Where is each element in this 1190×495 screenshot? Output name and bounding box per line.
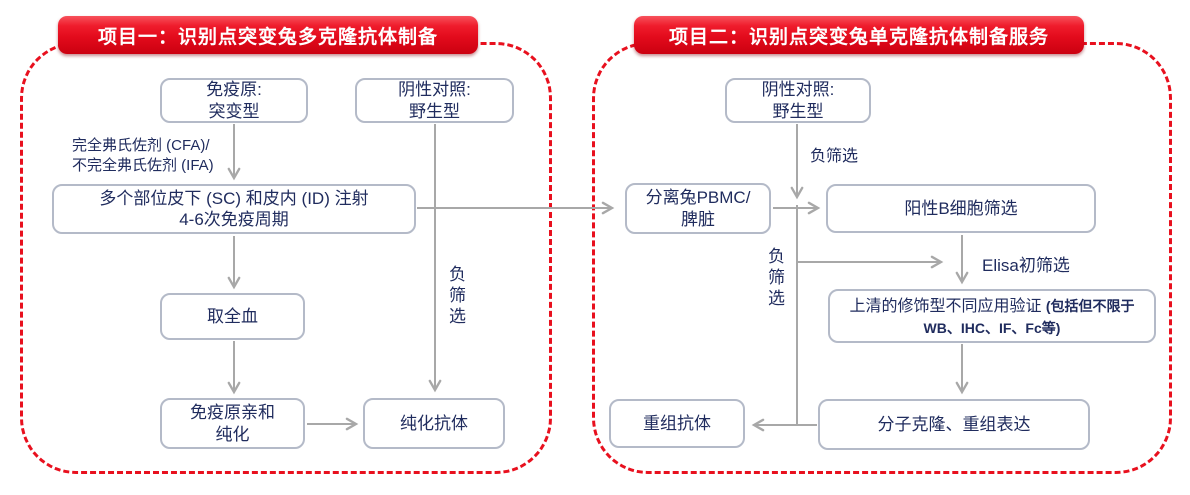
node-whole-blood: 取全血 [160, 293, 305, 340]
node-injection-cycle: 多个部位皮下 (SC) 和皮内 (ID) 注射 4-6次免疫周期 [52, 184, 416, 234]
node-affinity-purification: 免疫原亲和 纯化 [160, 398, 305, 449]
node-immunogen-mutant: 免疫原: 突变型 [160, 78, 308, 123]
supernatant-validation-text: 上清的修饰型不同应用验证 [849, 298, 1046, 315]
label-elisa-screening: Elisa初筛选 [982, 256, 1070, 275]
label-negative-screening-1: 负筛选 [446, 265, 465, 328]
project2-title-banner: 项目二：识别点突变兔单克隆抗体制备服务 [634, 16, 1084, 54]
node-supernatant-validation: 上清的修饰型不同应用验证 (包括但不限于WB、IHC、IF、Fc等) [828, 289, 1156, 343]
project2-title: 项目二：识别点突变兔单克隆抗体制备服务 [668, 26, 1049, 48]
project1-title: 项目一：识别点突变兔多克隆抗体制备 [97, 26, 438, 48]
label-adjuvant-cfa-ifa: 完全弗氏佐剂 (CFA)/ 不完全弗氏佐剂 (IFA) [72, 137, 214, 174]
label-negative-screening-mid: 负筛选 [765, 247, 784, 310]
node-negative-control-wildtype-1: 阴性对照: 野生型 [355, 78, 514, 123]
node-pbmc-spleen: 分离兔PBMC/ 脾脏 [625, 183, 771, 234]
node-negative-control-wildtype-2: 阴性对照: 野生型 [725, 78, 871, 123]
node-recombinant-antibody: 重组抗体 [609, 399, 745, 448]
node-positive-bcell-screening: 阳性B细胞筛选 [826, 184, 1096, 233]
node-molecular-cloning-expression: 分子克隆、重组表达 [818, 399, 1090, 450]
project1-title-banner: 项目一：识别点突变兔多克隆抗体制备 [58, 16, 478, 54]
supernatant-validation-note: (包括但不限于WB、IHC、IF、Fc等) [923, 298, 1135, 336]
node-purified-antibody: 纯化抗体 [363, 398, 505, 449]
label-negative-screening-top: 负筛选 [810, 148, 859, 165]
